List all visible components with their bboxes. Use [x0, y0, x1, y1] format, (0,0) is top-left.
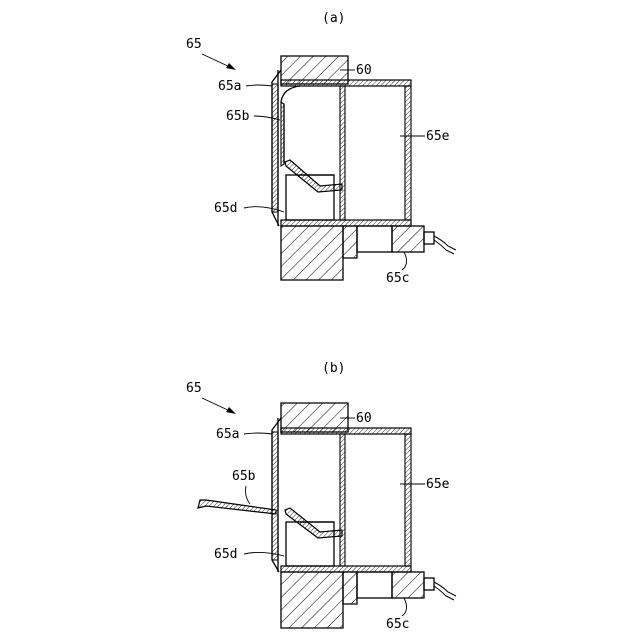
- figure-a-top-plate: [281, 80, 411, 86]
- figure-b-right-wall: [405, 434, 411, 566]
- figure-a-label-65d: 65d: [214, 201, 237, 216]
- figure-b-label-60: 60: [356, 411, 372, 426]
- figure-a-unit-hatch: [392, 226, 424, 252]
- figure-b-unit-hatch: [392, 572, 424, 598]
- figure-a: (a) 65: [186, 11, 456, 286]
- figure-a-beam-lower: [281, 226, 343, 280]
- figure-a-right-wall: [405, 86, 411, 220]
- figure-b-left-frame-fill: [272, 432, 278, 560]
- figure-b-arrow-65: [202, 398, 236, 414]
- figure-a-lead-65c: [402, 252, 407, 270]
- figure-a-lower-block: [343, 226, 357, 258]
- figure-b-top-plate: [281, 428, 411, 434]
- figure-b-center-divider: [340, 434, 345, 566]
- figure-b-unit-cable: [434, 582, 456, 600]
- figure-b-beam-lower: [281, 572, 343, 628]
- figure-b-label-65c: 65c: [386, 617, 409, 632]
- figure-a-unit-body: [357, 226, 392, 252]
- figure-a-label-65b: 65b: [226, 109, 250, 124]
- figure-b-unit-plug: [424, 578, 434, 590]
- figure-a-lid-fill: [281, 102, 284, 166]
- figure-b-label-65: 65: [186, 381, 202, 396]
- figure-a-label-65c: 65c: [386, 271, 409, 286]
- figure-a-lead-65a: [246, 85, 272, 86]
- figure-a-unit-cable: [434, 236, 456, 254]
- figure-a-unit-plug: [424, 232, 434, 244]
- figure-b-label-65b: 65b: [232, 469, 256, 484]
- figure-a-bottom-plate: [281, 220, 411, 226]
- figure-b-lead-65a: [244, 433, 272, 434]
- figure-a-left-frame-fill: [272, 84, 278, 212]
- figure-b-lead-65c: [402, 598, 407, 616]
- figure-a-label-60: 60: [356, 63, 372, 78]
- figure-b-label-65a: 65a: [216, 427, 239, 442]
- figure-b-caption: (b): [322, 361, 345, 376]
- figure-a-label-65a: 65a: [218, 79, 241, 94]
- figure-b-lead-65b: [246, 486, 251, 504]
- figure-b-unit-body: [357, 572, 392, 598]
- figure-b-bottom-plate: [281, 566, 411, 572]
- figure-b-label-65d: 65d: [214, 547, 237, 562]
- figure-a-lid: [281, 86, 300, 102]
- figure-a-arrow-65: [202, 54, 236, 70]
- figure-b-lower-block: [343, 572, 357, 604]
- figure-a-caption: (a): [322, 11, 345, 26]
- figure-a-label-65: 65: [186, 37, 202, 52]
- figure-b-lid: [198, 500, 276, 514]
- figure-b: (b) 65 60: [186, 361, 456, 632]
- figure-a-center-divider: [340, 86, 345, 220]
- figure-a-label-65e: 65e: [426, 129, 450, 144]
- figure-b-label-65e: 65e: [426, 477, 450, 492]
